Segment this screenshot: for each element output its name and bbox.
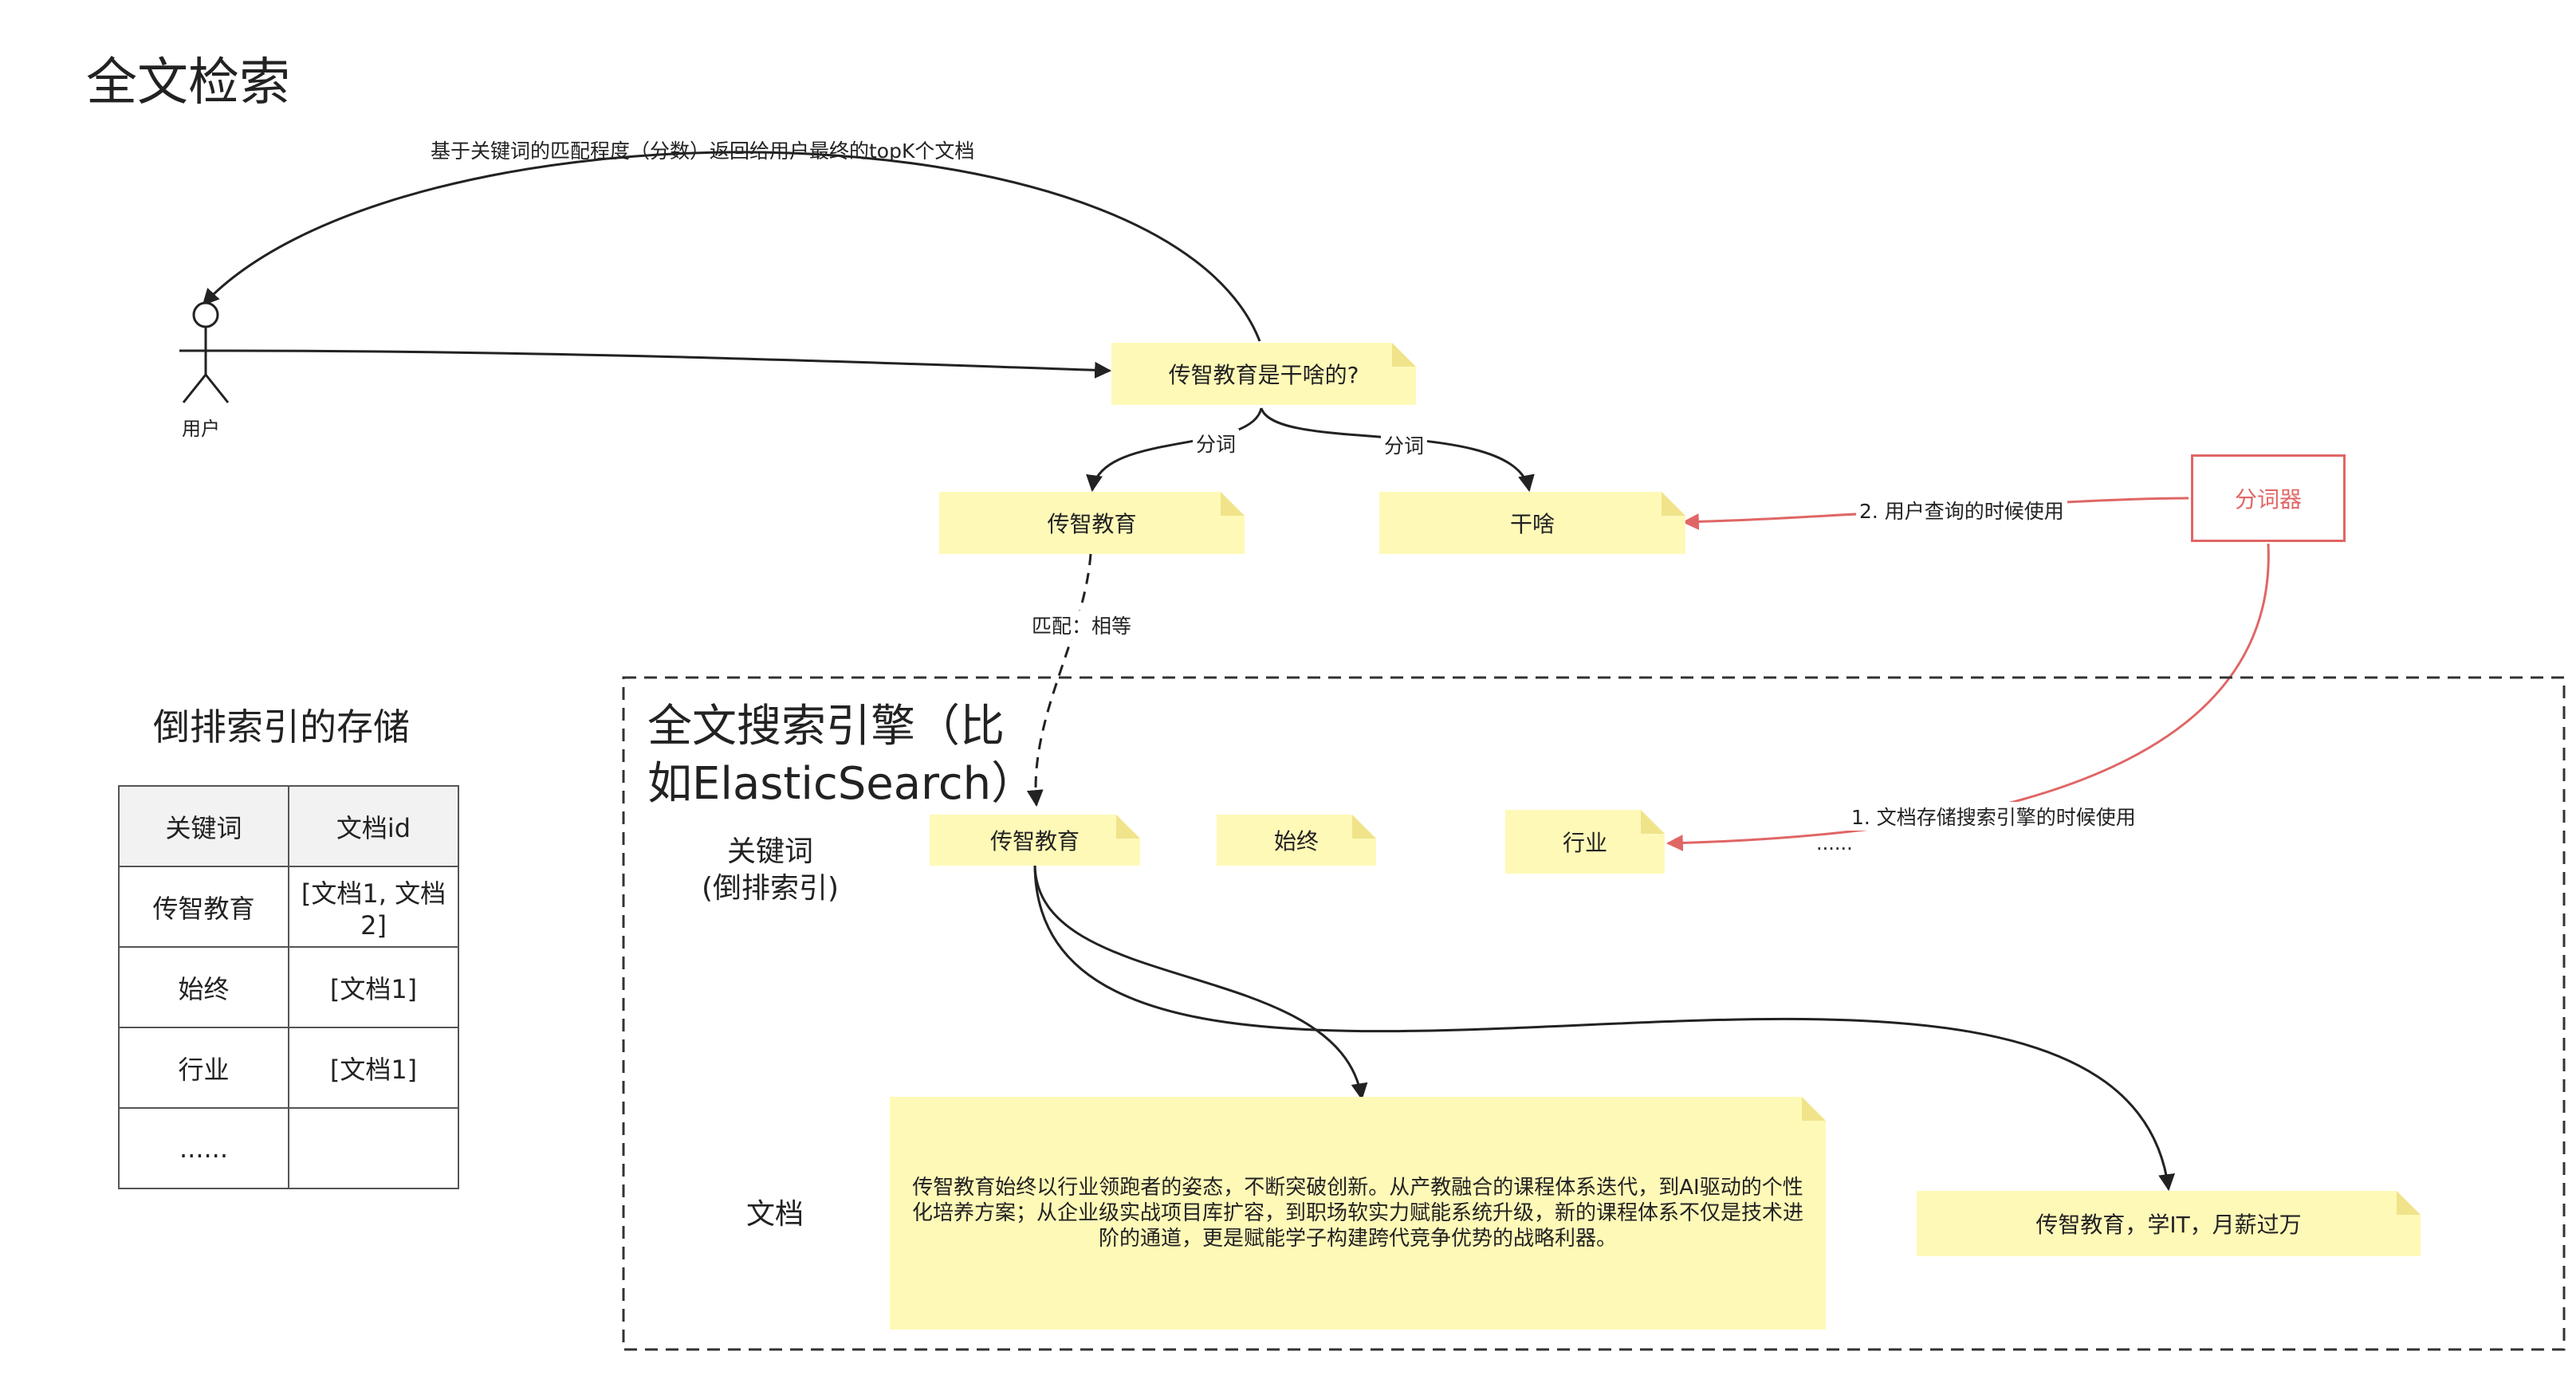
doc-note-2: 传智教育，学IT，月薪过万 <box>1917 1191 2421 1256</box>
split-label-right: 分词 <box>1381 430 1428 459</box>
keyword-label-line1: 关键词 <box>727 835 814 868</box>
token-b-text: 干啥 <box>1509 511 1555 537</box>
edge-tokenizer-store <box>1666 543 2270 852</box>
cell-docids <box>288 1107 459 1189</box>
engine-title-line2: 如ElasticSearch） <box>647 758 1036 810</box>
return-label: 基于关键词的匹配程度（分数）返回给用户最终的topK个文档 <box>431 139 975 163</box>
user-label: 用户 <box>182 418 220 440</box>
keyword-2-text: 始终 <box>1273 828 1319 854</box>
doc-2-text: 传智教育，学IT，月薪过万 <box>2035 1212 2302 1238</box>
cell-docids: [文档1] <box>288 946 459 1028</box>
cell-keyword: ...... <box>118 1107 289 1189</box>
edge-match <box>1026 553 1092 807</box>
edge-user-query <box>230 349 1112 379</box>
usage-query-label: 2. 用户查询的时候使用 <box>1856 496 2067 524</box>
token-note-a: 传智教育 <box>939 492 1245 554</box>
inverted-index-table: 关键词 文档id 传智教育 [文档1, 文档2] 始终 [文档1] 行业 [文档… <box>118 785 459 1189</box>
token-note-b: 干啥 <box>1379 492 1685 554</box>
token-a-text: 传智教育 <box>1047 511 1137 537</box>
table-header-row: 关键词 文档id <box>118 785 459 867</box>
split-label-left: 分词 <box>1193 429 1240 458</box>
cell-keyword: 传智教育 <box>118 866 289 948</box>
doc-section-label: 文档 <box>746 1198 804 1231</box>
inverted-index-title: 倒排索引的存储 <box>153 705 410 748</box>
cell-keyword: 行业 <box>118 1027 289 1109</box>
engine-title: 全文搜索引擎（比 如ElasticSearch） <box>647 698 1036 813</box>
table-row: ...... <box>118 1107 459 1189</box>
engine-title-line1: 全文搜索引擎（比 <box>647 701 1005 752</box>
edge-split-left <box>1086 407 1263 493</box>
tokenizer-box: 分词器 <box>2191 454 2346 542</box>
table-row: 行业 [文档1] <box>118 1027 459 1109</box>
doc-1-text: 传智教育始终以行业领跑者的姿态，不断突破创新。从产教融合的课程体系迭代，到AI驱… <box>911 1176 1803 1251</box>
usage-store-label: 1. 文档存储搜索引擎的时候使用 <box>1848 802 2139 831</box>
keyword-note-2: 始终 <box>1217 815 1376 866</box>
query-note: 传智教育是干啥的? <box>1111 343 1416 405</box>
match-label: 匹配：相等 <box>1028 611 1135 639</box>
page-title: 全文检索 <box>86 53 290 112</box>
header-keyword: 关键词 <box>118 785 289 867</box>
edge-return-user <box>202 151 1261 342</box>
cell-keyword: 始终 <box>118 946 289 1028</box>
keyword-3-text: 行业 <box>1562 830 1607 856</box>
keyword-note-1: 传智教育 <box>930 815 1140 866</box>
keyword-label-line2: (倒排索引) <box>702 872 840 905</box>
doc-note-1: 传智教育始终以行业领跑者的姿态，不断突破创新。从产教融合的课程体系迭代，到AI驱… <box>890 1097 1826 1330</box>
header-docid: 文档id <box>288 785 459 867</box>
query-text: 传智教育是干啥的? <box>1168 362 1359 388</box>
keywords-ellipsis: ...... <box>1816 832 1853 854</box>
cell-docids: [文档1] <box>288 1027 459 1109</box>
keyword-1-text: 传智教育 <box>989 828 1080 854</box>
user-stick-figure <box>179 301 231 403</box>
table-row: 始终 [文档1] <box>118 946 459 1028</box>
tokenizer-label: 分词器 <box>2234 486 2302 513</box>
cell-docids: [文档1, 文档2] <box>288 866 459 948</box>
edge-keyword-doc1 <box>1033 864 1368 1101</box>
keyword-section-label: 关键词 (倒排索引) <box>702 834 839 907</box>
edge-keyword-doc2 <box>1033 864 2175 1192</box>
keyword-note-3: 行业 <box>1505 810 1665 874</box>
table-row: 传智教育 [文档1, 文档2] <box>118 866 459 948</box>
